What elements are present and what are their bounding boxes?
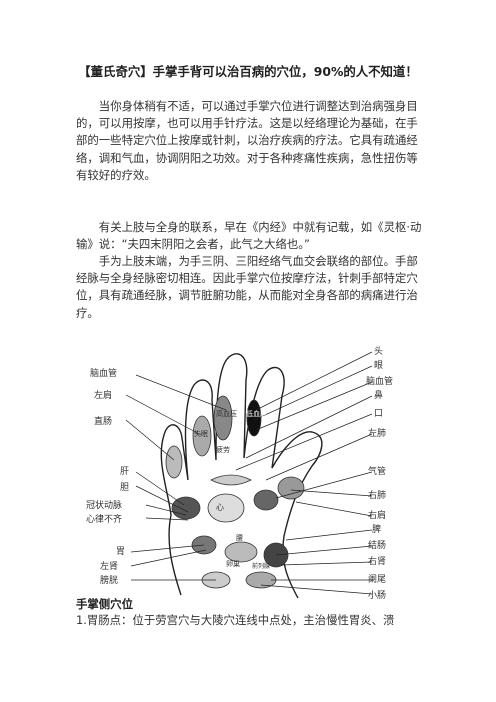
leader-line <box>295 501 373 517</box>
label-right-lung: 右肺 <box>368 489 386 501</box>
label-nose: 鼻 <box>374 389 383 401</box>
palm-acupoint-diagram: 脑血管 左肩 直肠 肝 胆 冠状动脉 心律不齐 胃 左肾 膀胱 头 眼 脑血管 … <box>76 340 428 600</box>
label-prostate: 前列腺 <box>252 562 270 570</box>
organ-shape <box>253 489 279 511</box>
label-left-kidney: 左肾 <box>100 560 118 572</box>
organ-shape <box>165 445 183 479</box>
organ-shape <box>277 476 305 500</box>
list-item: 1.胃肠点：位于劳宫穴与大陵穴连线中点处，主治慢性胃炎、溃 <box>76 613 395 627</box>
label-fatigue: 疲劳 <box>216 445 230 454</box>
leader-line <box>275 471 373 499</box>
label-heart: 心 <box>216 503 224 512</box>
label-arrhythmia: 心律不齐 <box>86 513 122 525</box>
leader-line <box>135 485 189 513</box>
label-trachea: 气管 <box>368 465 386 477</box>
label-left-shoulder: 左肩 <box>94 389 112 401</box>
label-appendix: 阑尾 <box>368 573 386 585</box>
paragraph-neijing: 有关上肢与全身的联系，早在《内经》中就有记载，如《灵枢·动输》说：“夫四末阴阳之… <box>76 220 422 252</box>
leader-line <box>290 489 373 497</box>
organ-shape <box>191 535 217 555</box>
leader-line <box>245 395 373 459</box>
label-right-kidney: 右肾 <box>368 555 386 567</box>
leader-line <box>255 381 373 431</box>
label-hypotension: 低血压 <box>246 409 267 418</box>
leader-line <box>255 351 373 411</box>
organ-shape <box>210 474 252 486</box>
label-stomach: 胃 <box>116 546 125 557</box>
leader-line <box>125 394 202 436</box>
label-head: 头 <box>374 346 383 357</box>
label-rectum: 直肠 <box>94 415 112 427</box>
label-mouth: 口 <box>374 409 383 419</box>
leader-line <box>280 561 373 566</box>
label-eye: 眼 <box>374 360 383 371</box>
label-colon: 结肠 <box>368 539 386 551</box>
right-labels: 头 眼 脑血管 鼻 口 左肺 气管 右肺 右肩 脾 结肠 右肾 阑尾 小肠 <box>366 346 393 600</box>
label-cerebral-vessel-right: 脑血管 <box>366 375 393 387</box>
paragraph-meridians: 手为上肢末端，为手三阴、三阳经络气血交会联络的部位。手部经脉与全身经脉密切相连。… <box>76 254 418 320</box>
article-title: 【董氏奇穴】手掌手背可以治百病的穴位，90%的人不知道！ <box>78 64 418 79</box>
label-waist: 腰 <box>236 534 243 542</box>
paragraph-intro: 当你身体稍有不适，可以通过手掌穴位进行调整达到治病强身目的，可以用按摩，也可以用… <box>76 99 418 182</box>
label-bladder: 膀胱 <box>100 574 118 586</box>
label-small-intestine: 小肠 <box>368 590 386 600</box>
organ-shape <box>192 415 212 457</box>
leader-line <box>130 549 207 567</box>
organ-shape <box>207 493 245 523</box>
label-insomnia: 失眠 <box>194 429 208 438</box>
leader-line <box>145 504 187 516</box>
leader-line <box>130 544 205 553</box>
leader-line <box>265 433 373 481</box>
label-ovary: 卵巢 <box>226 559 240 568</box>
palm-diagram-svg: 脑血管 左肩 直肠 肝 胆 冠状动脉 心律不齐 胃 左肾 膀胱 头 眼 脑血管 … <box>86 346 393 600</box>
organ-shape <box>171 496 201 520</box>
label-left-lung: 左肺 <box>368 427 386 439</box>
leader-line <box>275 545 373 556</box>
label-hypertension: 高血压 <box>216 409 237 418</box>
leader-line <box>125 419 175 461</box>
label-gallbladder: 胆 <box>120 482 129 493</box>
leader-line <box>135 374 227 411</box>
label-coronary-artery: 冠状动脉 <box>86 499 122 511</box>
leader-line <box>253 365 373 421</box>
label-cerebral-vessel-left: 脑血管 <box>90 367 117 379</box>
inner-labels: 高血压 低血压 失眠 疲劳 心 腰 卵巢 前列腺 <box>194 409 270 570</box>
organ-shape <box>224 541 258 563</box>
organ-shapes <box>165 395 305 589</box>
left-labels: 脑血管 左肩 直肠 肝 胆 冠状动脉 心律不齐 胃 左肾 膀胱 <box>86 367 129 586</box>
hand-outline <box>160 353 323 599</box>
leader-lines <box>125 351 373 595</box>
leader-line <box>135 471 185 506</box>
organ-shape <box>213 395 233 441</box>
label-liver: 肝 <box>120 466 129 477</box>
leader-line <box>285 529 373 541</box>
leader-line <box>260 584 373 595</box>
leader-line <box>235 413 373 471</box>
label-spleen: 脾 <box>372 523 381 535</box>
leader-line <box>145 517 189 521</box>
label-right-shoulder: 右肩 <box>368 509 386 521</box>
section-heading: 手掌侧穴位 <box>76 597 133 611</box>
